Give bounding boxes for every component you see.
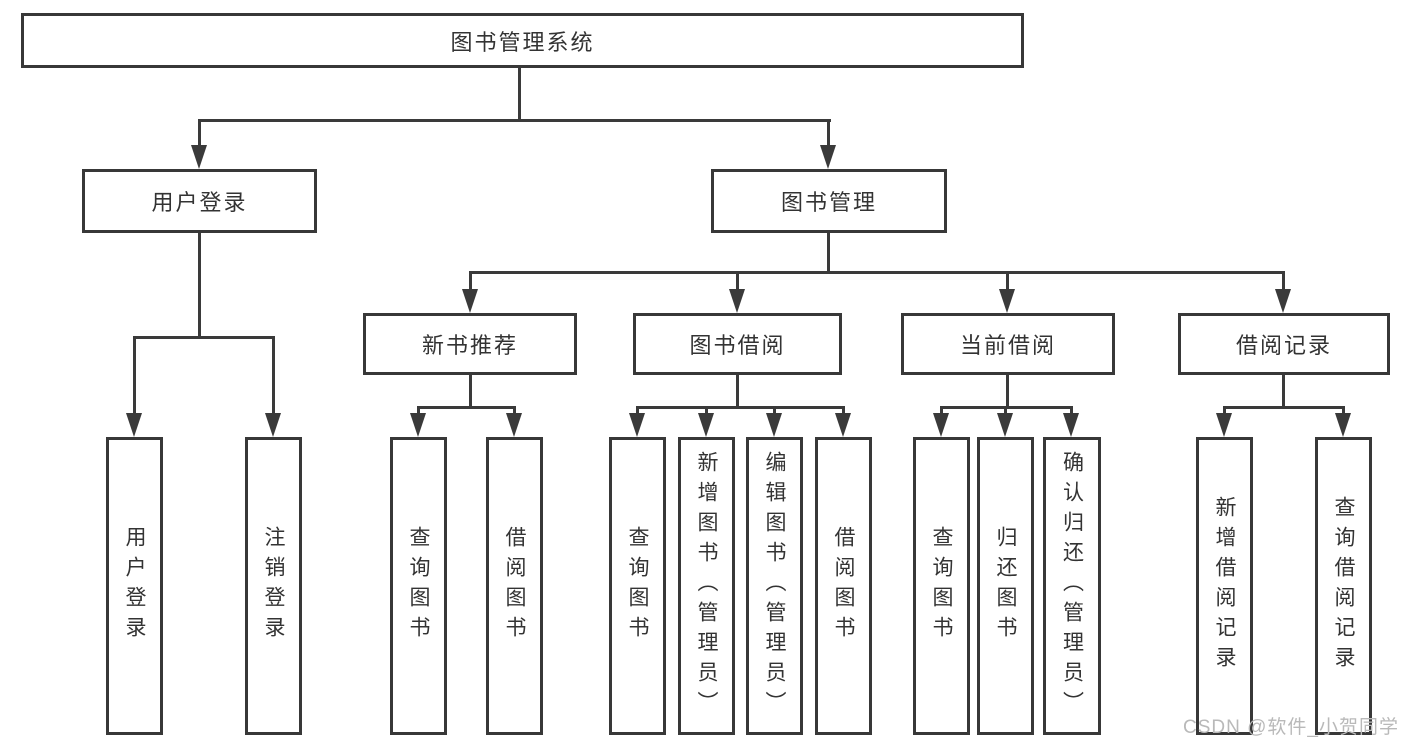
leaf-label: 新增图书（管理员）: [695, 451, 718, 721]
leaf-borrow-books-borrow: 借阅图书: [815, 437, 872, 735]
connector-line: [827, 233, 830, 271]
connector-line: [518, 68, 521, 121]
arrow-down-icon: [126, 413, 142, 437]
leaf-query-borrow-record: 查询借阅记录: [1315, 437, 1372, 735]
node-root-label: 图书管理系统: [450, 29, 595, 55]
leaf-label: 新增借阅记录: [1213, 496, 1236, 676]
node-book-management: 图书管理: [711, 169, 947, 233]
connector-line: [417, 406, 516, 409]
connector-line: [1004, 406, 1007, 418]
node-label: 图书管理: [780, 190, 877, 215]
leaf-label: 查询图书: [930, 526, 953, 646]
arrow-down-icon: [766, 413, 782, 437]
connector-line: [636, 406, 639, 418]
node-label: 用户登录: [151, 190, 248, 215]
node-borrow-records: 借阅记录: [1178, 313, 1390, 375]
leaf-add-book-admin: 新增图书（管理员）: [678, 437, 735, 735]
node-user-login: 用户登录: [82, 169, 317, 233]
node-label: 图书借阅: [689, 333, 786, 358]
connector-line: [636, 406, 845, 409]
connector-line: [198, 119, 831, 122]
arrow-down-icon: [835, 413, 851, 437]
connector-line: [736, 271, 739, 293]
leaf-query-books-borrow: 查询图书: [609, 437, 666, 735]
connector-line: [198, 119, 201, 151]
arrow-down-icon: [698, 413, 714, 437]
connector-line: [940, 406, 943, 418]
connector-line: [842, 406, 845, 418]
connector-line: [469, 271, 1285, 274]
connector-line: [736, 375, 739, 407]
arrow-down-icon: [191, 145, 207, 169]
leaf-label: 确认归还（管理员）: [1060, 451, 1084, 721]
leaf-query-books-current: 查询图书: [913, 437, 970, 735]
connector-line: [1006, 271, 1009, 293]
node-current-borrow: 当前借阅: [901, 313, 1115, 375]
arrow-down-icon: [729, 289, 745, 313]
node-label: 借阅记录: [1235, 333, 1332, 358]
connector-line: [198, 233, 201, 336]
connector-line: [1006, 375, 1009, 407]
arrow-down-icon: [506, 413, 522, 437]
arrow-down-icon: [462, 289, 478, 313]
leaf-edit-book-admin: 编辑图书（管理员）: [746, 437, 803, 735]
arrow-down-icon: [820, 145, 836, 169]
arrow-down-icon: [999, 289, 1015, 313]
connector-line: [1282, 375, 1285, 407]
watermark: CSDN @软件_小贺同学: [1183, 717, 1399, 738]
leaf-borrow-books-recommend: 借阅图书: [486, 437, 543, 735]
leaf-confirm-return-admin: 确认归还（管理员）: [1043, 437, 1101, 735]
arrow-down-icon: [997, 413, 1013, 437]
arrow-down-icon: [933, 413, 949, 437]
arrow-down-icon: [410, 413, 426, 437]
connector-line: [705, 406, 708, 418]
connector-line: [1342, 406, 1345, 418]
leaf-logout: 注销登录: [245, 437, 302, 735]
leaf-label: 借阅图书: [503, 526, 526, 646]
leaf-label: 归还图书: [994, 526, 1017, 646]
leaf-label: 查询借阅记录: [1332, 496, 1355, 676]
leaf-return-books: 归还图书: [977, 437, 1034, 735]
arrow-down-icon: [1335, 413, 1351, 437]
node-book-borrow: 图书借阅: [633, 313, 842, 375]
leaf-label: 借阅图书: [832, 526, 855, 646]
connector-line: [417, 406, 420, 418]
connector-line: [827, 119, 830, 151]
leaf-label: 查询图书: [407, 526, 430, 646]
connector-line: [133, 336, 275, 339]
connector-line: [469, 375, 472, 407]
node-label: 新书推荐: [421, 333, 518, 358]
connector-line: [133, 336, 136, 416]
arrow-down-icon: [265, 413, 281, 437]
leaf-label: 注销登录: [262, 526, 285, 646]
connector-line: [272, 336, 275, 416]
arrow-down-icon: [629, 413, 645, 437]
connector-line: [1223, 406, 1345, 409]
leaf-add-borrow-record: 新增借阅记录: [1196, 437, 1253, 735]
leaf-label: 查询图书: [626, 526, 649, 646]
connector-line: [1223, 406, 1226, 418]
node-label: 当前借阅: [959, 333, 1056, 358]
leaf-user-login: 用户登录: [106, 437, 163, 735]
arrow-down-icon: [1063, 413, 1079, 437]
connector-line: [513, 406, 516, 418]
node-root: 图书管理系统: [21, 13, 1024, 68]
arrow-down-icon: [1275, 289, 1291, 313]
leaf-query-books-recommend: 查询图书: [390, 437, 447, 735]
node-new-book-recommend: 新书推荐: [363, 313, 577, 375]
connector-line: [1070, 406, 1073, 418]
connector-line: [773, 406, 776, 418]
leaf-label: 编辑图书（管理员）: [763, 451, 786, 721]
connector-line: [1282, 271, 1285, 293]
leaf-label: 用户登录: [123, 526, 146, 646]
arrow-down-icon: [1216, 413, 1232, 437]
connector-line: [469, 271, 472, 293]
